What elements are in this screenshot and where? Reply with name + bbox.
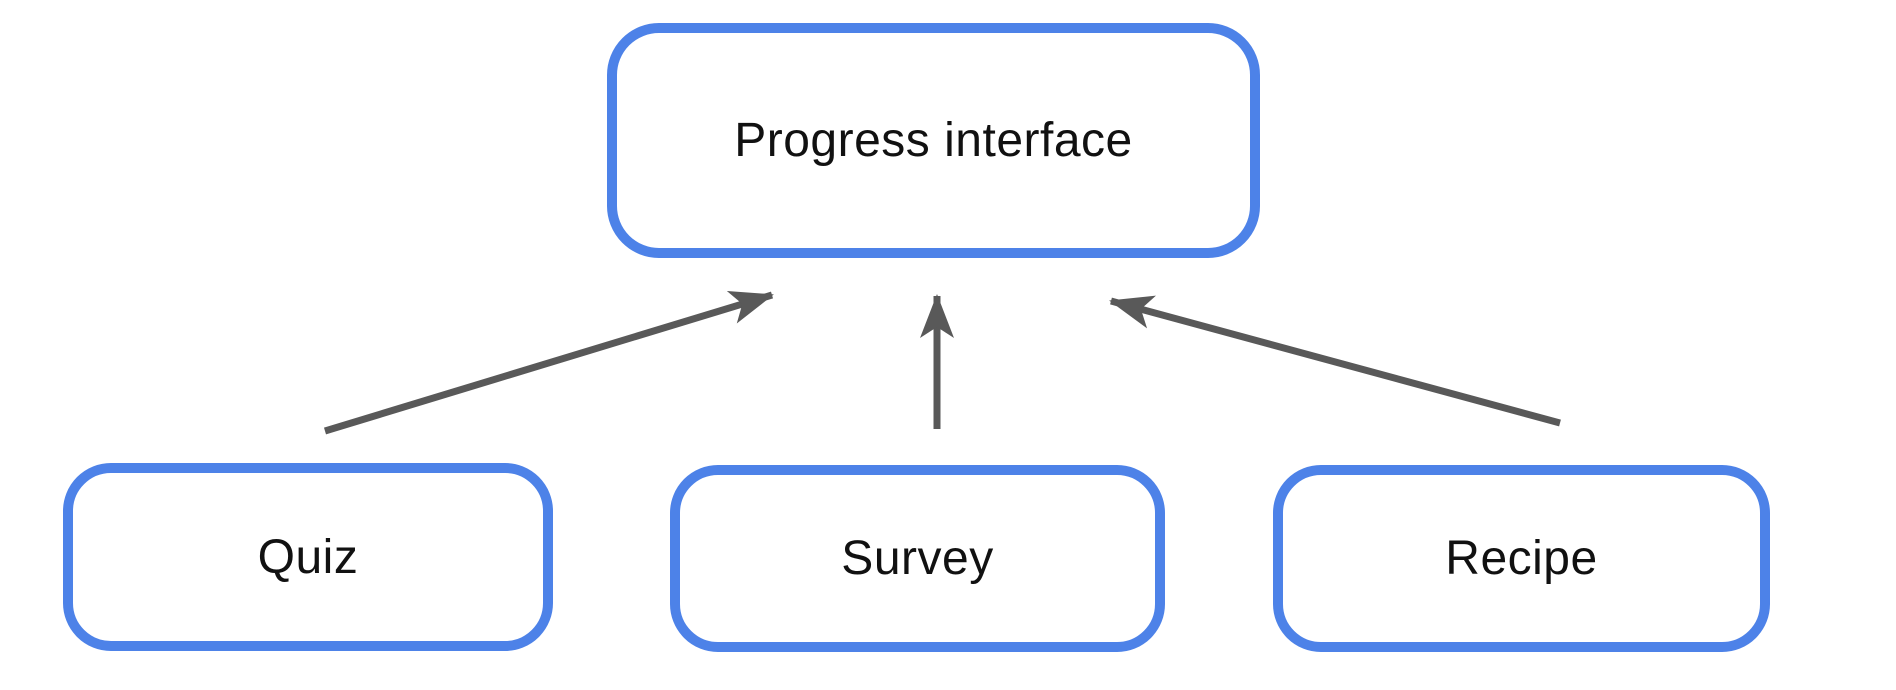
arrow-recipe-to-progress-interface <box>1109 295 1561 427</box>
node-survey: Survey <box>670 465 1165 652</box>
arrow-quiz-to-progress-interface <box>323 290 774 435</box>
node-survey-label: Survey <box>841 532 994 585</box>
node-quiz: Quiz <box>63 463 553 651</box>
node-recipe-label: Recipe <box>1445 532 1598 585</box>
node-progress-interface: Progress interface <box>607 23 1260 258</box>
node-recipe: Recipe <box>1273 465 1770 652</box>
node-quiz-label: Quiz <box>257 530 359 584</box>
node-progress-interface-label: Progress interface <box>734 114 1133 167</box>
